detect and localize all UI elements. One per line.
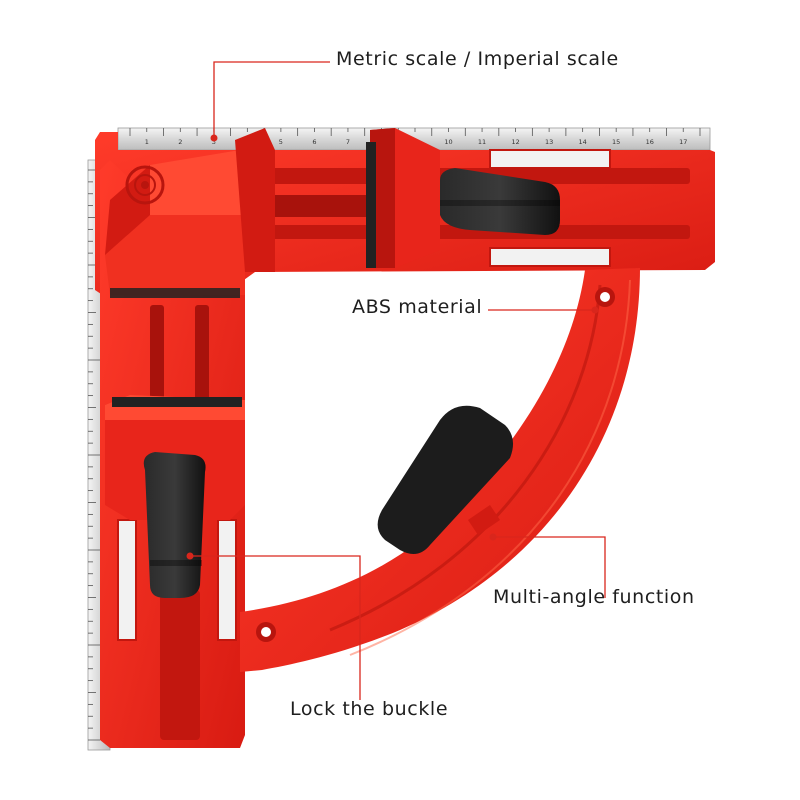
callout-lock-buckle: Lock the buckle	[290, 698, 449, 720]
lock-buckle-top	[440, 168, 560, 235]
ruler-tick-label: 2	[178, 138, 182, 146]
ruler-tick-label: 11	[478, 138, 486, 146]
ruler-tick-label: 6	[312, 138, 316, 146]
callout-metric-scale: Metric scale / Imperial scale	[336, 48, 619, 70]
callout-leaders	[190, 61, 606, 700]
clamp-body	[95, 128, 715, 748]
ruler-tick-label: 13	[545, 138, 553, 146]
ruler-tick-label: 12	[511, 138, 519, 146]
ruler-tick-label: 10	[444, 138, 452, 146]
callout-abs-material: ABS material	[352, 296, 483, 318]
ruler-tick-label: 15	[612, 138, 620, 146]
ruler-tick-label: 14	[579, 138, 587, 146]
ruler-tick-label: 1	[145, 138, 149, 146]
lock-buckle-left	[143, 452, 206, 598]
ruler-tick-label: 7	[346, 138, 350, 146]
callout-multi-angle: Multi-angle function	[493, 586, 695, 608]
ruler-tick-label: 5	[279, 138, 283, 146]
callout-dots	[186, 134, 599, 560]
ruler-tick-label: 3	[212, 138, 216, 146]
ruler-tick-label: 16	[646, 138, 654, 146]
ruler-tick-label: 17	[679, 138, 687, 146]
grip-pad	[377, 405, 514, 554]
